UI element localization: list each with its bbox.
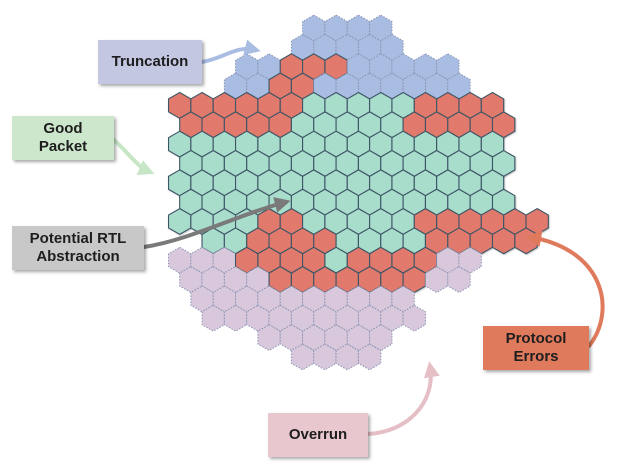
hexagon-grid — [167, 14, 549, 371]
good-packet-arrow — [112, 138, 155, 175]
truncation-arrow — [200, 39, 261, 64]
hex-cell-truncation — [369, 14, 393, 42]
hex-cell-truncation — [436, 53, 460, 81]
protocol-errors-arrow — [525, 231, 605, 348]
hex-cell-overrun — [447, 266, 471, 294]
overrun-label: Overrun — [268, 413, 368, 457]
arrows — [112, 39, 605, 436]
hex-cell-overrun — [402, 304, 426, 332]
hex-cell-truncation — [447, 72, 471, 100]
good-packet-label: Good Packet — [12, 116, 114, 160]
hex-cell-overrun — [357, 343, 382, 371]
hex-cell-overrun — [458, 246, 482, 274]
hex-cell-truncation — [380, 33, 404, 61]
potential-rtl-abstraction-label: Potential RTL Abstraction — [12, 226, 144, 270]
truncation-label: Truncation — [98, 40, 202, 84]
potential-rtl-arrow — [142, 197, 291, 249]
protocol-errors-label: Protocol Errors — [483, 326, 589, 370]
hex-cell-overrun — [369, 324, 393, 352]
overrun-arrow — [366, 361, 440, 436]
hex-cell-overrun — [391, 285, 415, 313]
